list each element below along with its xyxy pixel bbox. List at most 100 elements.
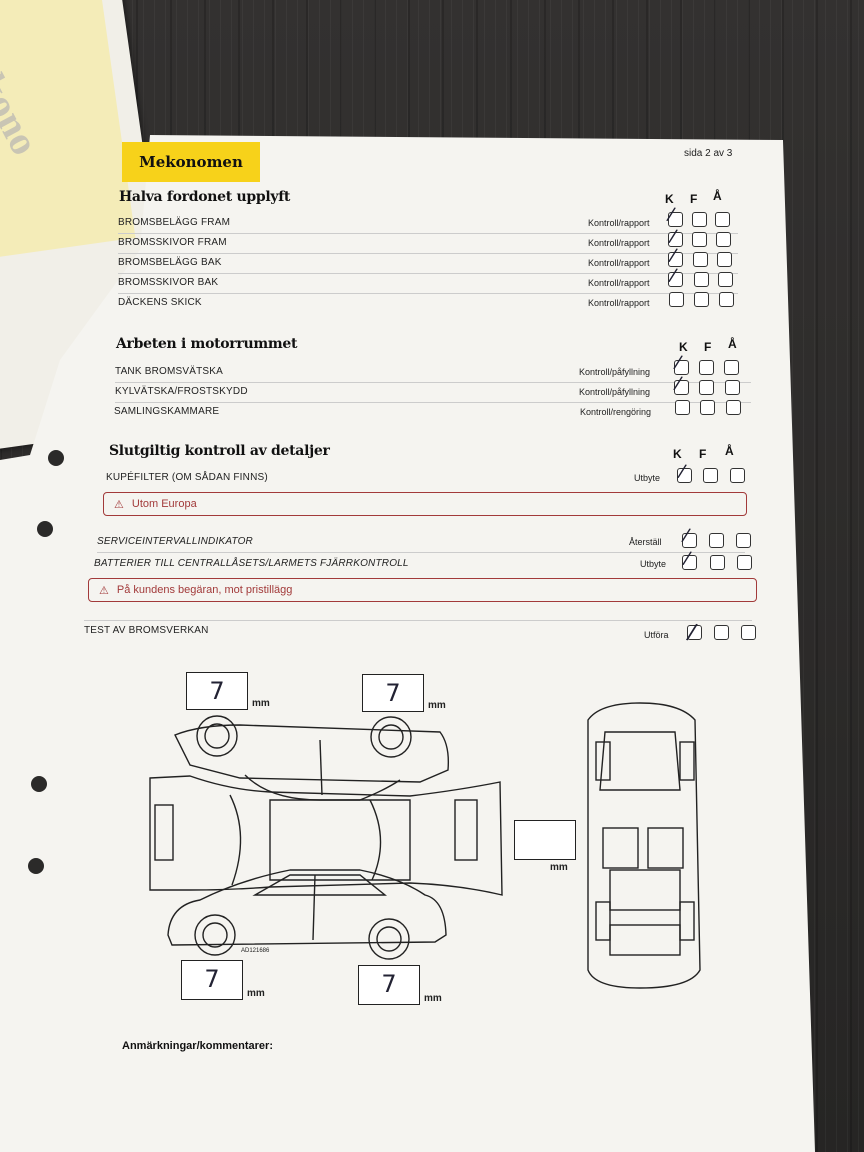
row-action: Kontroll/rapport xyxy=(588,278,650,288)
row-label: BROMSBELÄGG BAK xyxy=(118,257,222,268)
checkbox-a[interactable] xyxy=(741,625,756,640)
checkbox-f[interactable] xyxy=(694,292,709,307)
checkbox-f[interactable] xyxy=(699,380,714,395)
header-a: Å xyxy=(725,444,734,458)
checkbox-k[interactable] xyxy=(682,555,697,570)
checkbox-f[interactable] xyxy=(692,212,707,227)
checkbox-k[interactable] xyxy=(669,292,684,307)
car-side-bottom-outline xyxy=(167,869,447,946)
row-action: Kontroll/påfyllning xyxy=(579,387,651,397)
checklist-row: BROMSBELÄGG FRAM Kontroll/rapport xyxy=(118,213,738,234)
checklist-row: KYLVÄTSKA/FROSTSKYDD Kontroll/påfyllning xyxy=(115,382,751,403)
checkbox-f[interactable] xyxy=(700,400,715,415)
checklist-row: BROMSSKIVOR FRAM Kontroll/rapport xyxy=(118,233,738,254)
checklist-row: SERVICEINTERVALLINDIKATOR Återställ xyxy=(97,532,745,553)
checkbox-a[interactable] xyxy=(724,360,739,375)
warning-triangle-icon: ⚠ xyxy=(99,584,109,597)
wheel-icon xyxy=(368,918,410,960)
row-label: BROMSSKIVOR FRAM xyxy=(118,237,227,248)
row-label: SERVICEINTERVALLINDIKATOR xyxy=(97,536,253,547)
checkbox-f[interactable] xyxy=(693,252,708,267)
warning-banner-customer-request: ⚠ På kundens begäran, mot pristillägg xyxy=(88,578,757,602)
header-f: F xyxy=(699,447,707,461)
punch-hole xyxy=(31,776,47,792)
header-k: K xyxy=(665,192,674,206)
punch-hole xyxy=(48,450,64,466)
row-label: BATTERIER TILL CENTRALLÅSETS/LARMETS FJÄ… xyxy=(94,558,409,569)
checkbox-a[interactable] xyxy=(717,252,732,267)
warning-text: Utom Europa xyxy=(131,498,197,510)
checkbox-k[interactable] xyxy=(675,400,690,415)
header-f: F xyxy=(704,340,712,354)
row-label: BROMSBELÄGG FRAM xyxy=(118,217,231,228)
checkbox-a[interactable] xyxy=(718,272,733,287)
checkbox-f[interactable] xyxy=(709,533,724,548)
checkbox-a[interactable] xyxy=(726,400,741,415)
checklist-row: BROMSBELÄGG BAK Kontroll/rapport xyxy=(118,253,738,274)
header-k: K xyxy=(673,447,682,461)
checkbox-k[interactable] xyxy=(668,212,683,227)
checklist-row: TANK BROMSVÄTSKA Kontroll/påfyllning xyxy=(115,362,751,383)
checkbox-a[interactable] xyxy=(719,292,734,307)
unit-label: mm xyxy=(424,993,442,1004)
checkbox-a[interactable] xyxy=(730,468,745,483)
checklist-row: KUPÉFILTER (OM SÅDAN FINNS) Utbyte xyxy=(106,468,746,488)
row-action: Kontroll/rapport xyxy=(588,218,650,228)
checkbox-f[interactable] xyxy=(710,555,725,570)
row-label: KYLVÄTSKA/FROSTSKYDD xyxy=(115,386,248,397)
row-action: Utbyte xyxy=(634,473,661,483)
header-f: F xyxy=(690,192,698,206)
car-side-top-outline xyxy=(174,724,450,783)
row-action: Kontroll/rapport xyxy=(588,238,650,248)
checkbox-a[interactable] xyxy=(716,232,731,247)
checkbox-k[interactable] xyxy=(682,533,697,548)
checkbox-f[interactable] xyxy=(703,468,718,483)
checkbox-f[interactable] xyxy=(714,625,729,640)
checkbox-k[interactable] xyxy=(668,272,683,287)
checkbox-k[interactable] xyxy=(677,468,692,483)
checkbox-f[interactable] xyxy=(699,360,714,375)
checkbox-f[interactable] xyxy=(694,272,709,287)
punch-hole xyxy=(28,858,44,874)
checkbox-k[interactable] xyxy=(687,625,702,640)
checkbox-f[interactable] xyxy=(692,232,707,247)
unit-label: mm xyxy=(252,698,270,709)
car-underside-outline xyxy=(587,702,701,989)
row-label: TANK BROMSVÄTSKA xyxy=(115,366,224,377)
checklist-row: BROMSSKIVOR BAK Kontroll/rapport xyxy=(118,273,738,294)
row-action: Kontroll/rapport xyxy=(588,298,650,308)
row-label: SAMLINGSKAMMARE xyxy=(114,406,220,417)
row-label: DÄCKENS SKICK xyxy=(118,297,202,308)
header-a: Å xyxy=(713,189,722,203)
measurement-box-front-right[interactable]: 7 xyxy=(181,960,243,1000)
row-action: Återställ xyxy=(629,537,662,547)
wheel-icon xyxy=(370,716,412,758)
measurement-box-rear-left[interactable]: 7 xyxy=(362,674,424,712)
checklist-row: BATTERIER TILL CENTRALLÅSETS/LARMETS FJÄ… xyxy=(94,554,746,574)
row-label: BROMSSKIVOR BAK xyxy=(118,277,219,288)
header-k: K xyxy=(679,340,688,354)
checkbox-k[interactable] xyxy=(668,232,683,247)
warning-triangle-icon: ⚠ xyxy=(114,498,124,511)
checkbox-k[interactable] xyxy=(668,252,683,267)
row-label: TEST AV BROMSVERKAN xyxy=(84,625,209,636)
section-title-vehicle-lifted: Halva fordonet upplyft xyxy=(119,189,291,205)
wheel-icon xyxy=(194,914,236,956)
checkbox-a[interactable] xyxy=(725,380,740,395)
checklist-row-brake-test: TEST AV BROMSVERKAN Utföra xyxy=(84,620,752,641)
mekonomen-logo: Mekonomen xyxy=(122,142,260,182)
checkbox-a[interactable] xyxy=(715,212,730,227)
checkbox-a[interactable] xyxy=(736,533,751,548)
checkbox-k[interactable] xyxy=(674,380,689,395)
row-action: Kontroll/rapport xyxy=(588,258,650,268)
measurement-box-rear-right[interactable]: 7 xyxy=(358,965,420,1005)
page-number: sida 2 av 3 xyxy=(684,148,733,159)
section-title-final-check: Slutgiltig kontroll av detaljer xyxy=(109,443,330,459)
measurement-box-front-left[interactable]: 7 xyxy=(186,672,248,710)
checkbox-a[interactable] xyxy=(737,555,752,570)
checkbox-k[interactable] xyxy=(674,360,689,375)
measurement-box-spare[interactable] xyxy=(514,820,576,860)
checklist-row: SAMLINGSKAMMARE Kontroll/rengöring xyxy=(114,402,752,422)
warning-banner-outside-europe: ⚠ Utom Europa xyxy=(103,492,747,516)
